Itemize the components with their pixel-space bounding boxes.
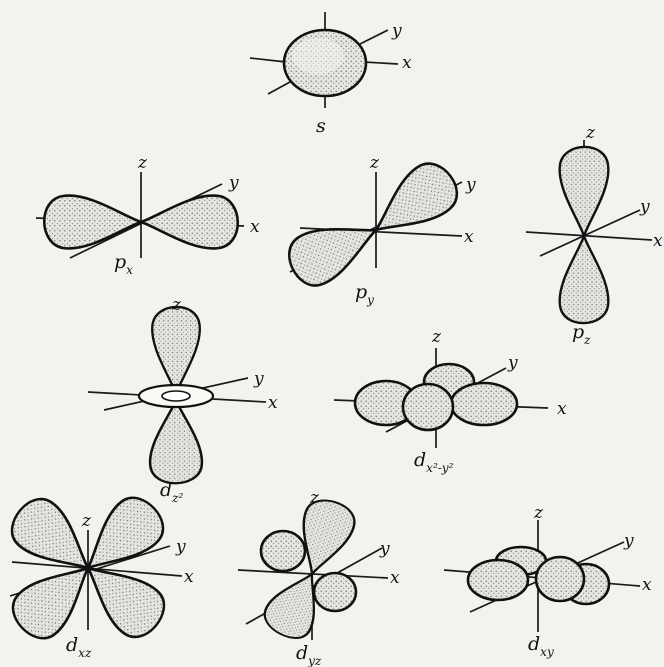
dyz-letter: d	[296, 642, 308, 664]
dx2y2-orbital: z y x dx²-y²	[334, 327, 567, 475]
dyz-subscript: yz	[307, 654, 322, 667]
dz2-x-label: x	[268, 393, 278, 413]
s-orbital: y x s	[250, 12, 412, 137]
s-x-axis-right	[364, 62, 398, 64]
px-lobe-right	[141, 196, 238, 249]
dz2-letter: d	[160, 479, 172, 501]
dx2y2-lobe-front	[403, 384, 453, 430]
dyz-orbital-label: dyz	[296, 642, 322, 667]
dz2-torus-hole	[162, 391, 190, 401]
py-x-label: x	[464, 227, 474, 247]
pz-z-label: z	[585, 123, 596, 143]
dx2y2-lobe-right	[451, 383, 517, 425]
s-highlight	[292, 38, 344, 74]
dx2y2-letter: d	[414, 449, 426, 471]
pz-letter: p	[572, 321, 584, 343]
dxz-y-label: y	[175, 537, 186, 557]
dxz-z-label: z	[81, 511, 92, 531]
s-x-axis-left	[250, 58, 286, 62]
dx2y2-subscript: x²-y²	[426, 461, 453, 475]
pz-orbital: z y x pz	[526, 123, 663, 347]
dz2-z-label: z	[171, 295, 182, 315]
pz-lobe-lower	[560, 236, 609, 323]
dxy-y-label: y	[623, 531, 634, 551]
dz2-lobe-upper	[152, 307, 200, 394]
py-letter: p	[355, 281, 367, 303]
s-y-label: y	[391, 21, 402, 41]
dx2y2-x-label: x	[557, 399, 567, 419]
px-x-label: x	[250, 217, 260, 237]
dxy-x-label: x	[642, 575, 652, 595]
dxz-subscript: xz	[78, 646, 92, 660]
py-z-label: z	[369, 153, 380, 173]
dxy-subscript: xy	[540, 645, 554, 659]
dxy-z-label: z	[533, 503, 544, 523]
dxy-orbital-label: dxy	[528, 633, 554, 659]
px-subscript: x	[126, 263, 133, 277]
dx2y2-y-label: y	[507, 353, 518, 373]
s-x-label: x	[402, 53, 412, 73]
pz-lobe-upper	[560, 147, 609, 236]
px-orbital-label: px	[114, 251, 133, 277]
px-y-label: y	[228, 173, 239, 193]
px-letter: p	[114, 251, 126, 273]
dz2-y-label: y	[253, 369, 264, 389]
dxy-letter: d	[528, 633, 540, 655]
dxz-orbital-label: dxz	[66, 634, 92, 660]
dz2-lobe-lower	[150, 400, 202, 483]
s-y-axis-back	[268, 82, 290, 94]
dx2y2-orbital-label: dx²-y²	[414, 449, 454, 475]
dz2-orbital: z y x dz²	[88, 295, 278, 505]
dx2y2-z-label: z	[431, 327, 442, 347]
pz-x-label: x	[653, 231, 663, 251]
py-orbital: z y x py	[282, 153, 476, 307]
dyz-orbital: z y x dyz	[238, 488, 400, 667]
py-lobe-lower	[282, 206, 388, 293]
dxy-lobe-front	[536, 557, 584, 601]
dyz-lobe-back-left	[261, 531, 305, 571]
py-y-label: y	[465, 175, 476, 195]
py-orbital-label: py	[355, 281, 374, 307]
dxy-orbital: z y x dxy	[444, 503, 652, 659]
pz-orbital-label: pz	[572, 321, 591, 347]
px-lobe-left	[44, 196, 141, 249]
px-z-label: z	[137, 153, 148, 173]
dz2-subscript: z²	[171, 491, 183, 505]
dyz-lobe-back-right	[314, 573, 356, 611]
s-orbital-label: s	[316, 115, 326, 137]
px-orbital: z y x px	[36, 153, 260, 277]
dyz-z-label: z	[309, 488, 320, 508]
s-y-axis-front	[360, 30, 388, 44]
dxy-lobe-left	[468, 560, 528, 600]
py-subscript: y	[366, 293, 374, 307]
pz-subscript: z	[583, 333, 591, 347]
dxz-orbital: z y x dxz	[2, 488, 194, 660]
dxz-letter: d	[66, 634, 78, 656]
dxz-x-label: x	[184, 567, 194, 587]
pz-y-label: y	[639, 197, 650, 217]
dyz-y-label: y	[379, 539, 390, 559]
dyz-x-label: x	[390, 568, 400, 588]
